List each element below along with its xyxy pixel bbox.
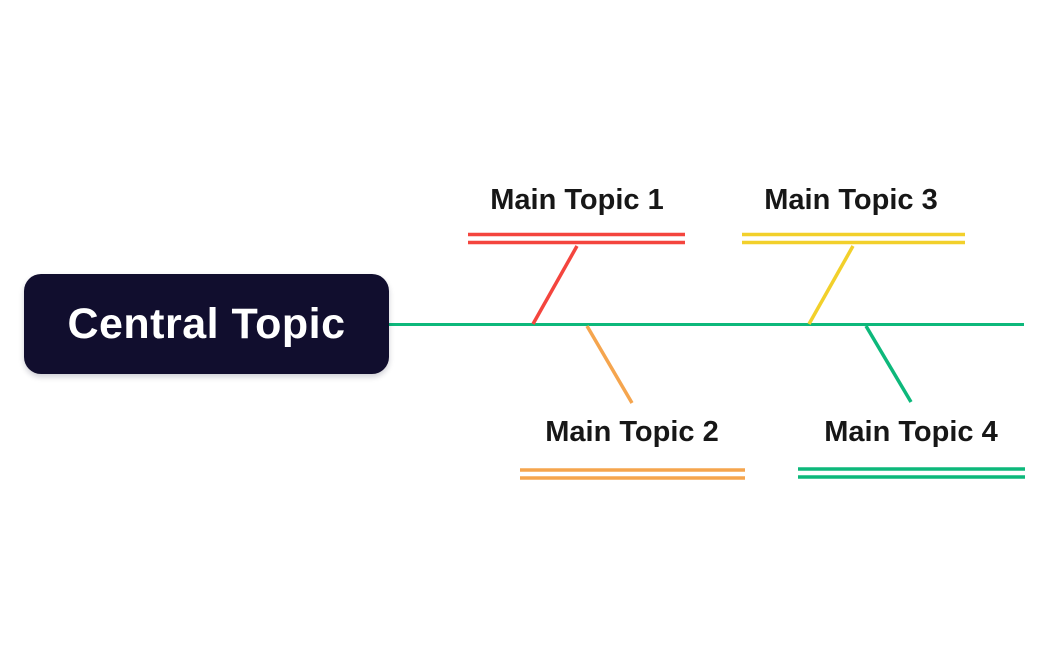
main-topic-4-connector-line (864, 325, 913, 403)
main-topic-2-connector-line (585, 325, 634, 404)
main-topic-4-label[interactable]: Main Topic 4 (824, 416, 998, 448)
branch-main-topic-4 (798, 325, 1025, 479)
main-topic-3-label[interactable]: Main Topic 3 (764, 184, 938, 216)
branch-main-topic-3 (742, 232, 965, 325)
main-topic-2-label[interactable]: Main Topic 2 (545, 416, 719, 448)
central-topic-node[interactable]: Central Topic (24, 274, 389, 374)
branch-main-topic-2 (520, 325, 745, 480)
main-topic-3-connector-line (807, 245, 855, 325)
main-topic-1-connector-line (531, 245, 579, 325)
central-topic-label: Central Topic (67, 299, 346, 348)
main-topic-1-label[interactable]: Main Topic 1 (490, 184, 664, 216)
branch-main-topic-1 (468, 232, 685, 325)
